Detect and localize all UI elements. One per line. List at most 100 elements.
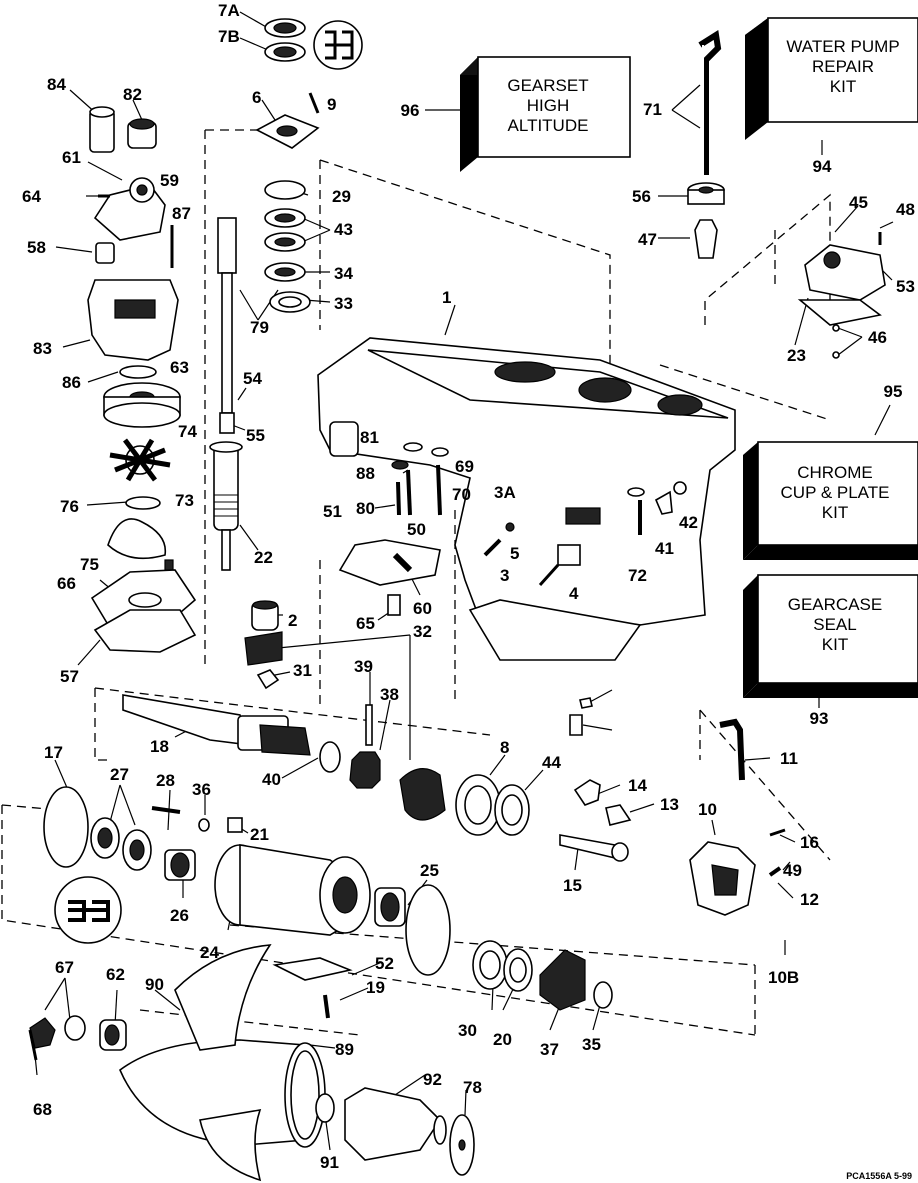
- callout-label: 39: [354, 657, 373, 676]
- callout-label: 59: [160, 171, 179, 190]
- kit-chrome-cup: CHROME CUP & PLATE KIT 95: [743, 382, 918, 560]
- callout-label: 87: [172, 204, 191, 223]
- callout-label: 81: [360, 428, 379, 447]
- callout-label: 29: [332, 187, 351, 206]
- callout-label: 43: [334, 220, 353, 239]
- callout-label: 53: [896, 277, 915, 296]
- callout-label: 75: [80, 555, 99, 574]
- kit-gearcase-seal: GEARCASE SEAL KIT 93: [743, 574, 918, 728]
- callout-label: 14: [628, 776, 647, 795]
- callout-label: 22: [254, 548, 273, 567]
- kit-gearset-line3: ALTITUDE: [508, 116, 589, 135]
- callout-label: 50: [407, 520, 426, 539]
- callout-label: 42: [679, 513, 698, 532]
- callout-label: 15: [563, 876, 582, 895]
- callout-label: 7B: [218, 27, 240, 46]
- callout-label: 52: [375, 954, 394, 973]
- callout-label: 91: [320, 1153, 339, 1172]
- callout-label: 28: [156, 771, 175, 790]
- callout-label: 69: [455, 457, 474, 476]
- kit-water-pump-line2: REPAIR: [812, 57, 874, 76]
- callout-label: 44: [542, 753, 561, 772]
- callout-label: 18: [150, 737, 169, 756]
- callout-label: 5: [510, 544, 519, 563]
- kit-gearset-line1: GEARSET: [507, 76, 588, 95]
- callout-label: 32: [413, 622, 432, 641]
- callout-label: 68: [33, 1100, 52, 1119]
- kit-gearset-ref: 96: [401, 101, 420, 120]
- callout-label: 3A: [494, 483, 516, 502]
- kit-gearcase-seal-line1: GEARCASE: [788, 595, 882, 614]
- kit-gearset: GEARSET HIGH ALTITUDE 96: [401, 56, 631, 172]
- callout-label: 6: [252, 88, 261, 107]
- callout-label: 88: [356, 464, 375, 483]
- callout-label: 73: [175, 491, 194, 510]
- callout-label: 92: [423, 1070, 442, 1089]
- callout-label: 58: [27, 238, 46, 257]
- callout-label: 79: [250, 318, 269, 337]
- callout-label: 10B: [768, 968, 799, 987]
- kit-gearcase-seal-line2: SEAL: [813, 615, 856, 634]
- kit-water-pump-line3: KIT: [830, 77, 856, 96]
- callout-label: 54: [243, 369, 262, 388]
- callout-label: 35: [582, 1035, 601, 1054]
- kit-gearset-line2: HIGH: [527, 96, 570, 115]
- callout-label: 65: [356, 614, 375, 633]
- callout-label: 47: [638, 230, 657, 249]
- callout-label: 72: [628, 566, 647, 585]
- callout-label: 56: [632, 187, 651, 206]
- callout-label: 34: [334, 264, 353, 283]
- callout-label: 2: [288, 611, 297, 630]
- kit-water-pump-ref: 94: [813, 157, 832, 176]
- callout-label: 16: [800, 833, 819, 852]
- callout-label: 45: [849, 193, 868, 212]
- callout-label: 30: [458, 1021, 477, 1040]
- callout-label: 61: [62, 148, 81, 167]
- callout-label: 20: [493, 1030, 512, 1049]
- callout-label: 12: [800, 890, 819, 909]
- callout-label: 37: [540, 1040, 559, 1059]
- callout-label: 21: [250, 825, 269, 844]
- callout-label: 64: [22, 187, 41, 206]
- callout-label: 49: [783, 861, 802, 880]
- callout-label: 26: [170, 906, 189, 925]
- callout-label: 11: [780, 749, 798, 768]
- callout-label: 3: [500, 566, 509, 585]
- callout-label: 33: [334, 294, 353, 313]
- callout-label: 60: [413, 599, 432, 618]
- callout-label: 67: [55, 958, 74, 977]
- callout-label: 27: [110, 765, 129, 784]
- callout-label: 24: [200, 943, 219, 962]
- callout-label: 76: [60, 497, 79, 516]
- callout-label: 1: [442, 288, 451, 307]
- kit-water-pump: WATER PUMP REPAIR KIT 94: [745, 17, 918, 176]
- callout-label: 38: [380, 685, 399, 704]
- kit-chrome-cup-line2: CUP & PLATE: [781, 483, 890, 502]
- callout-label: 10: [698, 800, 717, 819]
- kit-gearcase-seal-line3: KIT: [822, 635, 848, 654]
- callout-label: 25: [420, 861, 439, 880]
- callout-label: 48: [896, 200, 915, 219]
- callout-label: 36: [192, 780, 211, 799]
- callout-label: 83: [33, 339, 52, 358]
- callout-label: 4: [569, 584, 579, 603]
- callout-label: 46: [868, 328, 887, 347]
- callout-label: 82: [123, 85, 142, 104]
- callout-label: 66: [57, 574, 76, 593]
- callout-label: 8: [500, 738, 509, 757]
- callout-label: 9: [327, 95, 336, 114]
- callout-label: 57: [60, 667, 79, 686]
- callout-label: 70: [452, 485, 471, 504]
- callout-label: 41: [655, 539, 674, 558]
- callout-label: 31: [293, 661, 312, 680]
- callout-labels: 7A 7B 6 9 84 82 61 59 64 87 58 83 86 63 …: [22, 1, 915, 1172]
- kit-chrome-cup-line1: CHROME: [797, 463, 873, 482]
- callout-label: 90: [145, 975, 164, 994]
- callout-label: 63: [170, 358, 189, 377]
- callout-label: 80: [356, 499, 375, 518]
- callout-label: 55: [246, 426, 265, 445]
- callout-label: 7A: [218, 1, 240, 20]
- parts-drawings: [28, 18, 886, 1182]
- kit-water-pump-line1: WATER PUMP: [786, 37, 899, 56]
